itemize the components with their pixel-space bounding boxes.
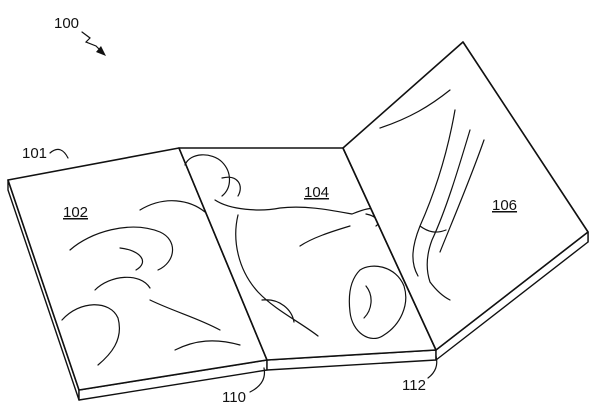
panel-right <box>342 41 589 361</box>
hinge-right-leader <box>427 355 438 379</box>
panel-left-sketch <box>61 200 241 366</box>
housing-leader <box>49 148 69 159</box>
ref-label-device: 100 <box>54 15 79 32</box>
device-arrow <box>81 31 103 53</box>
ref-label-hinge-left: 110 <box>222 389 246 406</box>
ref-label-housing: 101 <box>22 145 47 162</box>
ref-label-panel-left: 102 <box>63 204 88 221</box>
ref-label-hinge-right: 112 <box>402 377 426 394</box>
ref-label-panel-right: 106 <box>492 197 517 214</box>
panel-right-sketch <box>379 89 485 301</box>
hinge-seam-left <box>178 147 268 361</box>
panel-left <box>7 147 268 401</box>
hinge-left-leader <box>249 367 266 393</box>
device-arrowhead <box>96 46 106 56</box>
hinge-seam-right <box>342 147 437 351</box>
ref-label-panel-middle: 104 <box>304 184 329 201</box>
